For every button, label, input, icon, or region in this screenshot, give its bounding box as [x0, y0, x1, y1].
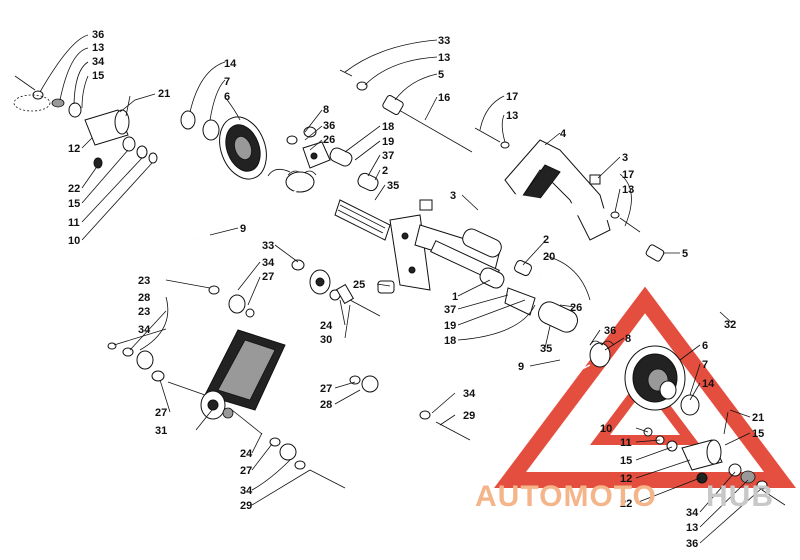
callout-15: 15 [620, 455, 632, 467]
callout-10: 10 [600, 423, 612, 435]
upper-right-hardware [286, 69, 641, 233]
callout-10: 10 [68, 235, 80, 247]
callout-5: 5 [682, 248, 688, 260]
callout-13: 13 [506, 110, 518, 122]
callout-6: 6 [702, 340, 708, 352]
callout-3: 3 [450, 190, 456, 202]
callout-18: 18 [444, 335, 456, 347]
callout-3: 3 [622, 152, 628, 164]
callout-7: 7 [224, 76, 230, 88]
leader-lines [39, 34, 763, 544]
callout-6: 6 [224, 91, 230, 103]
callout-22: 22 [68, 183, 80, 195]
callout-1: 1 [452, 291, 458, 303]
callout-29: 29 [240, 500, 252, 512]
callout-13: 13 [438, 52, 450, 64]
callout-21: 21 [158, 88, 170, 100]
callout-36: 36 [686, 538, 698, 550]
watermark-text: AUTOMOTO HUB [475, 480, 774, 513]
callout-15: 15 [752, 428, 764, 440]
callout-14: 14 [224, 58, 237, 70]
callout-4: 4 [560, 128, 567, 140]
callout-34: 34 [686, 507, 699, 519]
callout-26: 26 [323, 134, 335, 146]
callout-23: 23 [138, 306, 150, 318]
callout-5: 5 [438, 69, 444, 81]
callout-22: 22 [620, 498, 632, 510]
watermark-text-a: AUTOMOTO [475, 480, 657, 513]
callout-19: 19 [382, 136, 394, 148]
watermark-logo [494, 286, 796, 488]
callout-18: 18 [382, 121, 394, 133]
callout-27: 27 [155, 407, 167, 419]
callout-13: 13 [92, 42, 104, 54]
callout-13: 13 [622, 184, 634, 196]
callout-26: 26 [570, 302, 582, 314]
callout-16: 16 [438, 92, 450, 104]
callout-24: 24 [240, 448, 253, 460]
callout-33: 33 [438, 35, 450, 47]
callout-8: 8 [625, 333, 631, 345]
callout-7: 7 [702, 359, 708, 371]
watermark-text-b: HUB [706, 480, 774, 513]
callout-29: 29 [463, 410, 475, 422]
callout-9: 9 [240, 223, 246, 235]
callout-28: 28 [320, 399, 332, 411]
callout-27: 27 [320, 383, 332, 395]
callout-2: 2 [543, 234, 549, 246]
callout-8: 8 [323, 104, 329, 116]
callout-34: 34 [262, 257, 275, 269]
callout-25: 25 [353, 279, 365, 291]
callout-33: 33 [262, 240, 274, 252]
callout-2: 2 [382, 165, 388, 177]
callout-21: 21 [752, 412, 764, 424]
callout-9: 9 [518, 361, 524, 373]
callout-12: 12 [68, 143, 80, 155]
callout-36: 36 [604, 325, 616, 337]
callout-14: 14 [702, 378, 715, 390]
callout-28: 28 [138, 292, 150, 304]
callout-37: 37 [382, 150, 394, 162]
callout-37: 37 [444, 304, 456, 316]
callout-34: 34 [92, 56, 105, 68]
callout-34: 34 [138, 324, 151, 336]
callout-35: 35 [387, 180, 399, 192]
callout-31: 31 [155, 425, 167, 437]
lower-arms [107, 285, 471, 489]
shock-absorber [200, 259, 395, 420]
right-idler-wheel [499, 340, 786, 506]
callout-15: 15 [92, 70, 104, 82]
callout-24: 24 [320, 320, 333, 332]
callout-34: 34 [463, 388, 476, 400]
callout-17: 17 [622, 169, 634, 181]
callout-27: 27 [262, 271, 274, 283]
callout-20: 20 [543, 251, 555, 263]
callout-36: 36 [323, 120, 335, 132]
callout-27: 27 [240, 465, 252, 477]
callout-11: 11 [620, 437, 632, 449]
callout-19: 19 [444, 320, 456, 332]
left-idler-wheel [13, 75, 317, 241]
callout-11: 11 [68, 217, 80, 229]
callout-36: 36 [92, 29, 104, 41]
callout-12: 12 [620, 473, 632, 485]
callout-23: 23 [138, 275, 150, 287]
callout-35: 35 [540, 343, 552, 355]
callout-30: 30 [320, 334, 332, 346]
center-pivot [334, 199, 601, 333]
callout-15: 15 [68, 198, 80, 210]
callout-17: 17 [506, 91, 518, 103]
callout-32: 32 [724, 319, 736, 331]
callout-13: 13 [686, 522, 698, 534]
callout-34: 34 [240, 485, 253, 497]
